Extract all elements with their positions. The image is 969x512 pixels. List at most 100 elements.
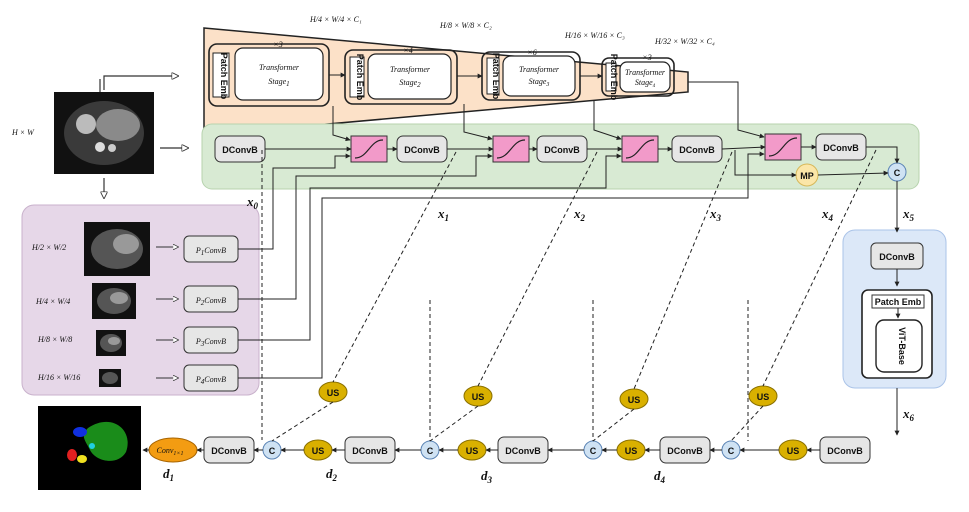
svg-text:Transformer: Transformer (390, 65, 431, 74)
svg-text:C: C (427, 446, 434, 456)
concat-node: C (583, 440, 603, 460)
svg-text:US: US (327, 388, 340, 398)
svg-text:x5: x5 (902, 206, 915, 223)
svg-text:Patch Emb: Patch Emb (219, 53, 229, 100)
dconvb-block: DConvB (671, 135, 723, 163)
svg-text:Stage4: Stage4 (635, 78, 656, 89)
upsample-node: US (748, 385, 778, 407)
svg-text:H/4 × W/4: H/4 × W/4 (35, 297, 70, 306)
decoder-labels: d1 d2 d3 d4 (163, 466, 666, 485)
stage2-dims: H/8 × W/8 × C₂ (439, 21, 492, 30)
svg-text:d2: d2 (326, 466, 338, 483)
svg-text:x4: x4 (821, 206, 834, 223)
upsample-node: US (778, 439, 808, 461)
svg-text:x2: x2 (573, 206, 586, 223)
vit-block: DConvB Patch Emb ViT-Base (861, 242, 933, 436)
gate-block (492, 135, 530, 163)
svg-text:×3: ×3 (273, 40, 282, 49)
svg-text:ViT-Base: ViT-Base (897, 327, 907, 365)
svg-text:US: US (628, 395, 641, 405)
upsample-node: US (619, 388, 649, 410)
upsample-node: US (616, 439, 646, 461)
svg-text:×3: ×3 (642, 53, 651, 62)
svg-text:H/8 × W/8: H/8 × W/8 (37, 335, 72, 344)
svg-text:Conv1×1: Conv1×1 (157, 446, 184, 457)
svg-text:DConvB: DConvB (352, 446, 388, 456)
svg-text:US: US (472, 392, 485, 402)
svg-text:C: C (269, 446, 276, 456)
svg-text:P1ConvB: P1ConvB (195, 246, 226, 257)
svg-text:P3ConvB: P3ConvB (195, 337, 226, 348)
svg-text:×6: ×6 (527, 48, 536, 57)
svg-text:DConvB: DConvB (823, 143, 859, 153)
output-conv-node: Conv1×1 (148, 437, 198, 463)
dconvb-block: DConvB (497, 436, 549, 464)
svg-text:DConvB: DConvB (879, 252, 915, 262)
diagonal-upsample: US US US US (318, 381, 778, 410)
svg-text:DConvB: DConvB (827, 446, 863, 456)
svg-text:Patch Emb: Patch Emb (609, 54, 619, 101)
svg-text:Patch Emb: Patch Emb (491, 53, 501, 100)
svg-text:H/2 × W/2: H/2 × W/2 (31, 243, 66, 252)
stage3-dims: H/16 × W/16 × C₃ (564, 31, 625, 40)
svg-text:Transformer: Transformer (519, 65, 560, 74)
svg-text:x1: x1 (437, 206, 449, 223)
upsample-node: US (463, 385, 493, 407)
svg-text:C: C (728, 446, 735, 456)
dconvb-block: DConvB (344, 436, 396, 464)
svg-text:x0: x0 (246, 194, 259, 211)
svg-text:US: US (312, 446, 325, 456)
encoder-stages: Patch Emb ×3 Transformer Stage1 Patch Em… (208, 40, 675, 107)
svg-text:Transformer: Transformer (259, 63, 300, 72)
pyramid-rows: H/2 × W/2 P1ConvB H/4 × W/4 P2ConvB H/8 … (31, 151, 765, 392)
input-size-label: H × W (11, 128, 35, 137)
dconvb-block: DConvB (203, 436, 255, 464)
stage4-dims: H/32 × W/32 × C₄ (654, 37, 715, 46)
svg-text:P2ConvB: P2ConvB (195, 296, 226, 307)
gate-block (764, 133, 802, 161)
dashed-skips (261, 149, 877, 442)
upsample-node: US (457, 439, 487, 461)
svg-text:P4ConvB: P4ConvB (195, 375, 226, 386)
svg-text:Transformer: Transformer (625, 68, 666, 77)
svg-text:Stage1: Stage1 (268, 77, 289, 88)
dconvb-block: DConvB (815, 133, 867, 161)
svg-text:DConvB: DConvB (544, 145, 580, 155)
svg-text:US: US (466, 446, 479, 456)
svg-text:H/16 × W/16: H/16 × W/16 (37, 373, 80, 382)
decoder-row: DConvB DConvB DConvB DConvB DConvB US US… (142, 436, 871, 464)
svg-text:US: US (625, 446, 638, 456)
svg-text:Patch Emb: Patch Emb (355, 54, 365, 101)
svg-text:d3: d3 (481, 468, 493, 485)
dconvb-block: DConvB (819, 436, 871, 464)
dconvb-block: DConvB (214, 135, 266, 163)
gate-block (621, 135, 659, 163)
svg-text:x6: x6 (902, 406, 915, 423)
svg-text:Stage3: Stage3 (529, 77, 550, 88)
maxpool-node: MP (795, 163, 819, 187)
svg-text:DConvB: DConvB (667, 446, 703, 456)
upsample-node: US (303, 439, 333, 461)
svg-text:DConvB: DConvB (211, 446, 247, 456)
svg-text:DConvB: DConvB (404, 145, 440, 155)
dconvb-block: DConvB (536, 135, 588, 163)
svg-text:Patch Emb: Patch Emb (875, 297, 922, 307)
dconvb-block: DConvB (659, 436, 711, 464)
svg-text:d4: d4 (654, 468, 666, 485)
svg-text:DConvB: DConvB (679, 145, 715, 155)
green-row: DConvB DConvB DConvB DConvB DConvB (214, 81, 907, 233)
svg-text:US: US (787, 446, 800, 456)
svg-text:Stage2: Stage2 (399, 78, 421, 89)
concat-node: C (262, 440, 282, 460)
dconvb-block: DConvB (396, 135, 448, 163)
skip-labels: x0 x1 x2 x3 x4 x5 x6 (246, 194, 915, 423)
hollow-arrows (99, 76, 188, 198)
concat-node: C (887, 162, 907, 182)
svg-text:MP: MP (800, 171, 814, 181)
svg-text:C: C (590, 446, 597, 456)
svg-text:US: US (757, 392, 770, 402)
upsample-node: US (318, 381, 348, 403)
svg-text:DConvB: DConvB (222, 145, 258, 155)
concat-node: C (721, 440, 741, 460)
